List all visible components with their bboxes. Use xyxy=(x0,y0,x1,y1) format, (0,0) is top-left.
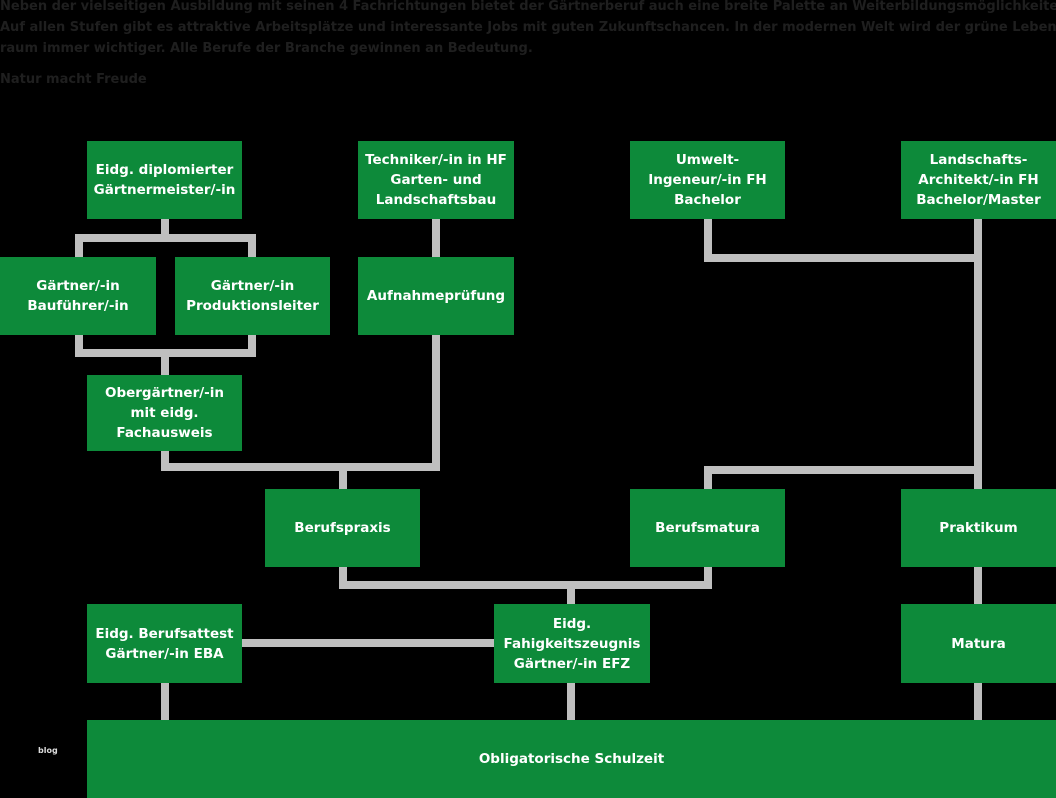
label-baufuehrer: Gärtner/-in Bauführer/-in xyxy=(27,278,129,314)
box-matura: Matura xyxy=(901,604,1056,683)
subheading: Natur macht Freude xyxy=(0,72,147,87)
box-gaertnermeister: Eidg. diplomierter Gärtnermeister/-in xyxy=(87,141,242,219)
label-praktikum: Praktikum xyxy=(939,520,1018,536)
connector-matura-spine xyxy=(704,466,978,489)
box-techniker: Techniker/-in in HF Garten- und Landscha… xyxy=(358,141,514,219)
box-praktikum: Praktikum xyxy=(901,489,1056,567)
box-aufnahmepruefung: Aufnahmeprüfung xyxy=(358,257,514,335)
label-faehigkeitszeugnis: Eidg. Fahigkeitszeugnis Gärtner/-in EFZ xyxy=(503,615,641,672)
box-baufuehrer: Gärtner/-in Bauführer/-in xyxy=(0,257,156,335)
label-matura: Matura xyxy=(951,635,1006,652)
box-schulzeit: Obligatorische Schulzeit xyxy=(87,720,1056,798)
label-techniker: Techniker/-in in HF Garten- und Landscha… xyxy=(365,152,507,208)
label-obergaertner: Obergärtner/-in mit eidg. Fachausweis xyxy=(104,385,225,441)
box-obergaertner: Obergärtner/-in mit eidg. Fachausweis xyxy=(87,375,242,451)
box-berufsattest: Eidg. Berufsattest Gärtner/-in EBA xyxy=(87,604,242,683)
connector-obergaertner-praxis xyxy=(161,335,440,471)
connector-umwelt-spine xyxy=(704,219,978,262)
connector-top-bracket xyxy=(75,234,256,257)
box-faehigkeitszeugnis: Eidg. Fahigkeitszeugnis Gärtner/-in EFZ xyxy=(494,604,650,683)
box-berufspraxis: Berufspraxis xyxy=(265,489,420,567)
label-schulzeit: Obligatorische Schulzeit xyxy=(478,751,665,767)
connector-praxis-efz xyxy=(339,567,712,589)
label-aufnahmepruefung: Aufnahmeprüfung xyxy=(366,288,506,304)
box-umweltingenieur: Umwelt- Ingeneur/-in FH Bachelor xyxy=(630,141,785,219)
label-produktionsleiter: Gärtner/-in Produktionsleiter xyxy=(186,278,319,314)
intro-line-1: Neben der vielseitigen Ausbildung mit se… xyxy=(0,0,1056,14)
intro-line-2: Auf allen Stufen gibt es attraktive Arbe… xyxy=(0,20,1056,35)
box-produktionsleiter: Gärtner/-in Produktionsleiter xyxy=(175,257,330,335)
label-berufspraxis: Berufspraxis xyxy=(294,520,391,536)
box-berufsmatura: Berufsmatura xyxy=(630,489,785,567)
label-berufsattest: Eidg. Berufsattest Gärtner/-in EBA xyxy=(95,625,234,662)
intro-line-3: raum immer wichtiger. Alle Berufe der Br… xyxy=(0,41,533,56)
label-berufsmatura: Berufsmatura xyxy=(655,520,760,536)
label-umweltingenieur: Umwelt- Ingeneur/-in FH Bachelor xyxy=(648,152,767,208)
box-landschaftsarchitekt: Landschafts- Architekt/-in FH Bachelor/M… xyxy=(901,141,1056,219)
label-gaertnermeister: Eidg. diplomierter Gärtnermeister/-in xyxy=(93,162,236,198)
watermark: blog xyxy=(38,746,58,755)
intro-text: Neben der vielseitigen Ausbildung mit se… xyxy=(0,0,1056,59)
connector-bottom-bracket xyxy=(75,335,256,357)
label-landschaftsarchitekt: Landschafts- Architekt/-in FH Bachelor/M… xyxy=(916,152,1041,208)
